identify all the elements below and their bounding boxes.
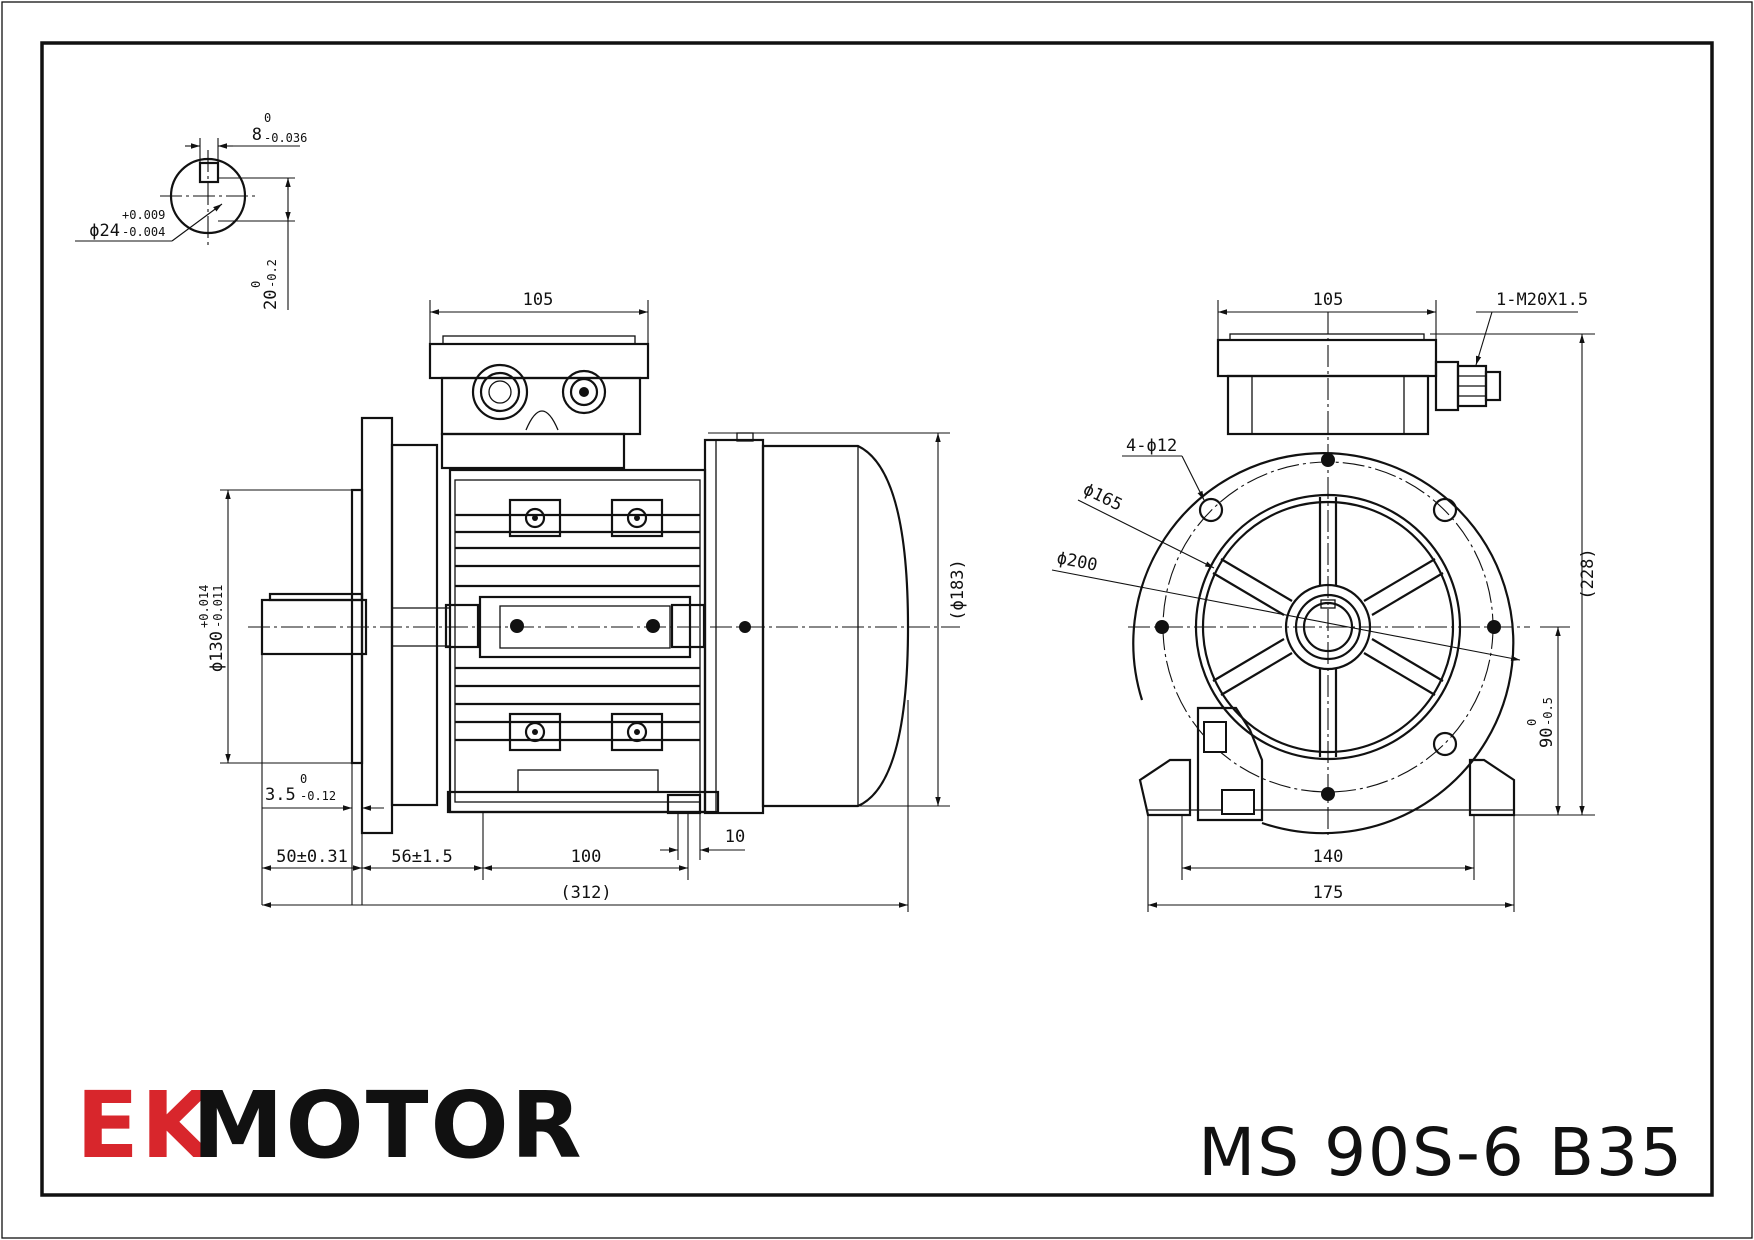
svg-text:-0.011: -0.011 <box>211 585 225 628</box>
svg-text:+0.014: +0.014 <box>197 585 211 628</box>
spigot-diameter-label: ϕ130 +0.014 -0.011 <box>197 585 227 672</box>
svg-text:8: 8 <box>252 125 262 145</box>
side-view-dimensions <box>220 300 950 912</box>
svg-text:0: 0 <box>300 772 307 786</box>
shaft-height-label: 90 0 -0.5 <box>1525 697 1557 748</box>
svg-text:-0.036: -0.036 <box>264 131 307 145</box>
foot-width-label: 10 <box>725 827 745 847</box>
shaft-diameter-label: ϕ24 +0.009 -0.004 <box>89 208 165 241</box>
pcd-165-label: ϕ165 <box>1080 480 1126 516</box>
svg-text:+0.009: +0.009 <box>122 208 165 222</box>
key-depth-label: 20 0 -0.2 <box>249 259 281 310</box>
svg-text:0: 0 <box>1525 719 1539 726</box>
overall-length-label: (312) <box>560 883 611 903</box>
spigot-depth-label: 3.5 0 -0.12 <box>265 772 336 805</box>
side-view-labels: 105 (ϕ183) ϕ130 +0.014 -0.011 3.5 0 -0.1… <box>197 290 968 903</box>
side-view <box>248 335 960 835</box>
foot-hole-spacing-label: 140 <box>1313 847 1344 867</box>
end-view-labels: 105 1-M20X1.5 4-ϕ12 ϕ165 ϕ200 (228) 90 0… <box>1055 290 1598 903</box>
key-width-label: 8 0 -0.036 <box>252 111 308 145</box>
brand-logo: EK MOTOR <box>76 1072 584 1179</box>
svg-text:ϕ130: ϕ130 <box>207 631 227 672</box>
svg-text:0: 0 <box>264 111 271 125</box>
svg-text:90: 90 <box>1537 728 1557 748</box>
svg-text:ϕ24: ϕ24 <box>89 221 120 241</box>
svg-text:0: 0 <box>249 281 263 288</box>
body-diameter-label: (ϕ183) <box>948 559 968 620</box>
model-title: MS 90S-6 B35 <box>1198 1114 1684 1191</box>
shaft-key-section <box>75 138 300 310</box>
flange-to-foot-label: 56±1.5 <box>391 847 452 867</box>
svg-text:3.5: 3.5 <box>265 785 296 805</box>
end-terminal-box-width: 105 <box>1313 290 1344 310</box>
shaft-length-label: 50±0.31 <box>276 847 348 867</box>
brand-name: MOTOR <box>192 1072 584 1179</box>
cable-gland-label: 1-M20X1.5 <box>1496 290 1588 310</box>
overall-height-label: (228) <box>1578 548 1598 599</box>
side-terminal-box-width: 105 <box>523 290 554 310</box>
svg-text:-0.12: -0.12 <box>300 789 336 803</box>
svg-text:-0.004: -0.004 <box>122 225 165 239</box>
end-view-dimensions <box>1051 300 1595 912</box>
flange-holes-label: 4-ϕ12 <box>1126 436 1177 456</box>
end-view <box>1128 312 1530 835</box>
foot-width-end-label: 175 <box>1313 883 1344 903</box>
svg-text:-0.5: -0.5 <box>1541 697 1555 726</box>
brand-mark: EK <box>76 1072 216 1179</box>
foot-spacing-label: 100 <box>571 847 602 867</box>
svg-text:20: 20 <box>261 290 281 310</box>
svg-text:-0.2: -0.2 <box>265 259 279 288</box>
drawing-frame <box>40 41 1714 1197</box>
